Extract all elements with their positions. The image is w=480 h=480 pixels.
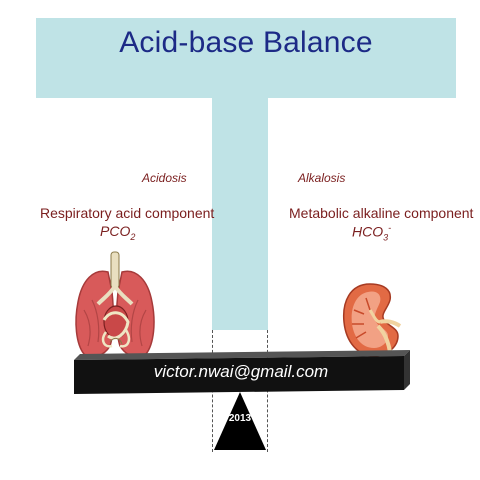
fulcrum-triangle (214, 392, 266, 450)
fulcrum-year-label: 2013 (228, 413, 252, 424)
hco3-formula: HCO3- (352, 223, 391, 242)
hco3-formula-superscript: - (388, 223, 392, 233)
respiratory-component-label: Respiratory acid component (40, 205, 215, 221)
hco3-formula-main: HCO (352, 223, 384, 240)
balance-pointer-stem (212, 98, 268, 330)
lungs-icon (75, 251, 155, 358)
acidosis-label: Acidosis (142, 171, 187, 185)
pco2-formula-main: PCO (100, 223, 131, 239)
title-banner (36, 18, 456, 98)
email-label: victor.nwai@gmail.com (153, 362, 329, 381)
pco2-formula: PCO2 (100, 223, 135, 242)
metabolic-component-label: Metabolic alkaline component (289, 205, 474, 221)
kidney-icon (342, 283, 402, 357)
hco3-formula-subscript: 3 (383, 232, 389, 243)
alkalosis-label: Alkalosis (298, 171, 346, 185)
pco2-formula-subscript: 2 (130, 231, 136, 242)
balance-beam (74, 350, 410, 394)
page-title: Acid-base Balance (119, 26, 373, 59)
